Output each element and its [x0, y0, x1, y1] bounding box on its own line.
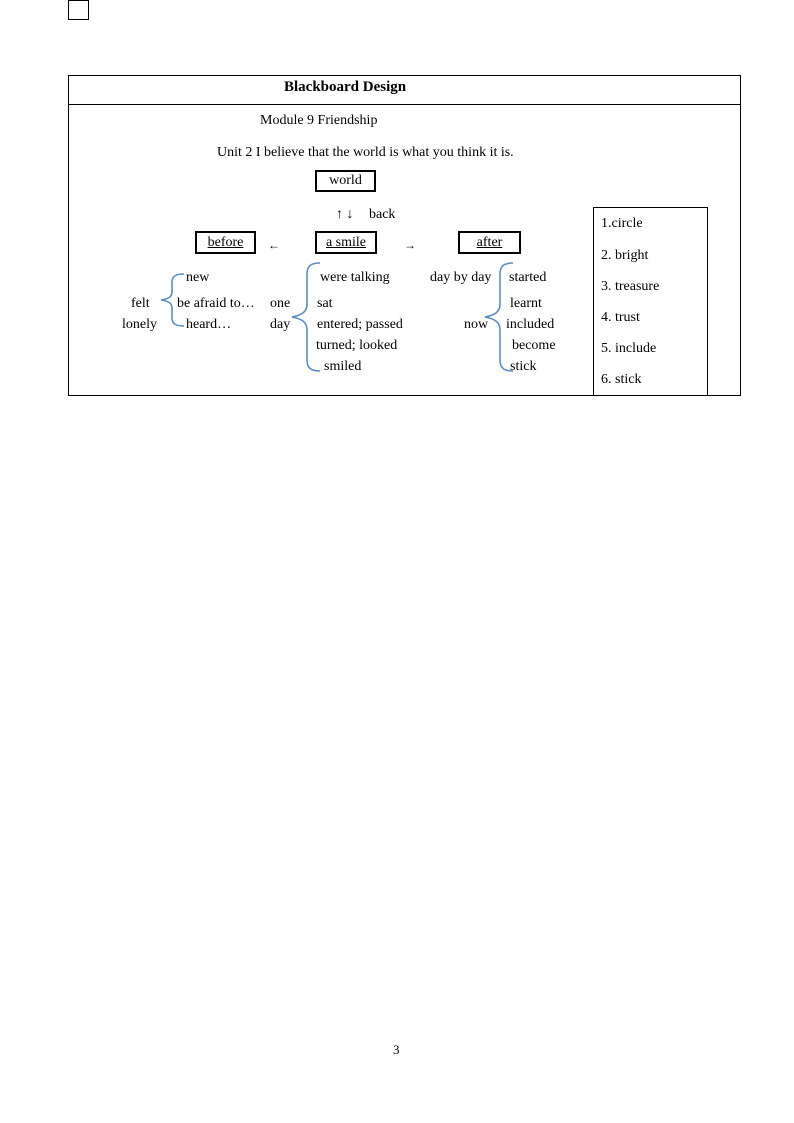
- vocabulary-box: [593, 207, 708, 396]
- after-item: stick: [510, 359, 537, 374]
- after-box-label: after: [476, 235, 503, 250]
- before-item: heard…: [186, 317, 232, 332]
- vocabulary-item: 5. include: [601, 341, 657, 356]
- after-lead-day-by-day: day by day: [430, 270, 492, 285]
- left-arrow-icon: ←: [268, 238, 280, 252]
- after-item: started: [509, 270, 547, 285]
- smile-item: turned; looked: [316, 338, 398, 353]
- after-brace: [484, 262, 514, 372]
- smile-lead-day: day: [270, 317, 291, 332]
- smile-item: entered; passed: [317, 317, 403, 332]
- vocabulary-item: 4. trust: [601, 310, 640, 325]
- after-item: included: [506, 317, 555, 332]
- page-number: 3: [393, 1042, 400, 1057]
- smile-lead-one: one: [270, 296, 291, 311]
- before-lead-felt: felt: [131, 296, 150, 311]
- before-brace: [160, 273, 185, 327]
- before-box-label: before: [207, 235, 244, 250]
- unit-title: Unit 2 I believe that the world is what …: [217, 145, 514, 160]
- before-item: new: [186, 270, 210, 285]
- after-box: after: [458, 231, 521, 254]
- smile-item: were talking: [320, 270, 390, 285]
- vocabulary-item: 3. treasure: [601, 279, 660, 294]
- before-lead-lonely: lonely: [122, 317, 157, 332]
- smile-box-label: a smile: [325, 235, 367, 250]
- after-item: become: [512, 338, 556, 353]
- back-label: back: [369, 207, 396, 222]
- header-divider: [68, 104, 741, 105]
- right-arrow-icon: →: [404, 238, 416, 252]
- vocabulary-item: 2. bright: [601, 248, 649, 263]
- after-item: learnt: [510, 296, 542, 311]
- after-lead-now: now: [464, 317, 489, 332]
- up-down-arrows-icon: ↑ ↓: [336, 207, 354, 222]
- smile-brace: [291, 262, 321, 372]
- curly-braces: [160, 262, 514, 372]
- before-box: before: [195, 231, 256, 254]
- before-item: be afraid to…: [177, 296, 255, 311]
- blackboard-heading: Blackboard Design: [284, 79, 407, 95]
- smile-box: a smile: [315, 231, 377, 254]
- world-box: world: [315, 170, 376, 192]
- blackboard-frame: [68, 75, 741, 396]
- corner-checkbox: [68, 0, 89, 20]
- vocabulary-item: 1.circle: [601, 216, 643, 231]
- world-box-label: world: [329, 173, 362, 188]
- vocabulary-item: 6. stick: [601, 372, 642, 387]
- smile-item: sat: [317, 296, 333, 311]
- module-title: Module 9 Friendship: [260, 113, 378, 128]
- smile-item: smiled: [324, 359, 362, 374]
